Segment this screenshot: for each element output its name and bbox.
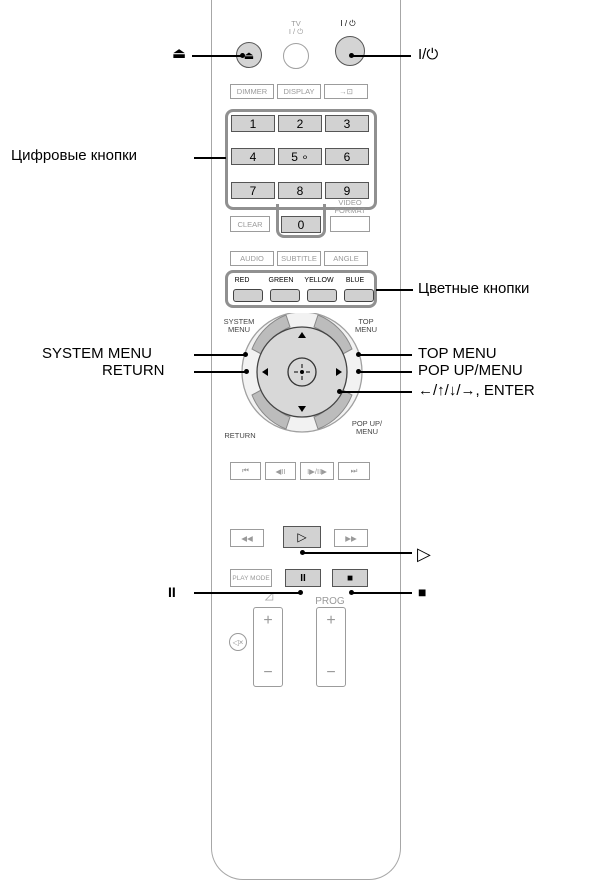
eject-leader-dot — [240, 53, 245, 58]
tv-power-button[interactable] — [283, 43, 309, 69]
prev-button[interactable]: ⏮ — [230, 462, 261, 480]
stop-dot — [349, 590, 354, 595]
subtitle-button[interactable]: SUBTITLE — [277, 251, 321, 266]
down-arrow — [298, 406, 306, 412]
audio-button[interactable]: AUDIO — [230, 251, 274, 266]
yellow-label: YELLOW — [304, 277, 334, 284]
green-button[interactable] — [270, 289, 300, 302]
stop-button[interactable]: ■ — [332, 569, 368, 587]
prog-rocker[interactable]: +− — [316, 607, 346, 687]
mute-icon: ◁× — [232, 637, 244, 647]
power-leader-dot — [349, 53, 354, 58]
red-label: RED — [234, 277, 250, 284]
yellow-button[interactable] — [307, 289, 337, 302]
pause-callout: II — [168, 584, 176, 600]
video-format-button[interactable] — [330, 216, 370, 232]
system-menu-dot — [243, 352, 248, 357]
eject-leader — [192, 55, 244, 57]
video-format-label: VIDEO FORMAT — [334, 198, 366, 215]
return-dot — [244, 369, 249, 374]
top-menu-callout: TOP MENU — [418, 345, 497, 362]
clear-button[interactable]: CLEAR — [230, 216, 270, 232]
eject-callout: ⏏ — [172, 45, 187, 62]
stop-callout: ■ — [418, 584, 427, 600]
right-arrow — [336, 368, 342, 376]
digit-0-button[interactable]: 0 — [281, 216, 321, 233]
color-buttons-callout: Цветные кнопки — [418, 280, 530, 297]
arrows-dot — [337, 389, 342, 394]
volume-rocker[interactable]: +− — [253, 607, 283, 687]
system-menu-callout: SYSTEM MENU — [42, 345, 153, 362]
fast-forward-button[interactable]: ▶▶ — [334, 529, 368, 547]
numeric-zero-group — [276, 204, 326, 238]
popup-menu-label: POP UP/ MENU — [351, 419, 383, 436]
next-button[interactable]: ⏭ — [338, 462, 370, 480]
popup-leader — [358, 371, 412, 373]
top-menu-dot — [356, 352, 361, 357]
volume-minus: − — [263, 664, 273, 681]
step-back-button[interactable]: ◀II — [265, 462, 296, 480]
pause-dot — [298, 590, 303, 595]
return-callout: RETURN — [102, 362, 165, 379]
prog-label: PROG — [315, 596, 345, 607]
digit-6-button[interactable]: 6 — [325, 148, 369, 165]
blue-button[interactable] — [344, 289, 374, 302]
digit-9-button[interactable]: 9 — [325, 182, 369, 199]
step-forward-button[interactable]: I▶/II▶ — [300, 462, 334, 480]
remote-control-body — [211, 0, 401, 880]
power-label: I / ⏻ — [340, 19, 356, 28]
popup-dot — [356, 369, 361, 374]
numeric-buttons-callout: Цифровые кнопки — [11, 147, 138, 164]
input-select-button[interactable]: →⊡ — [324, 84, 368, 99]
power-leader — [351, 55, 411, 57]
system-menu-label: SYSTEM MENU — [223, 317, 255, 334]
power-button[interactable] — [335, 36, 365, 66]
play-button[interactable]: ▷ — [283, 526, 321, 548]
arrows-enter-callout: ←/↑/↓/→, ENTER — [418, 382, 535, 399]
arrows-leader — [339, 391, 412, 393]
display-button[interactable]: DISPLAY — [277, 84, 321, 99]
top-menu-leader — [358, 354, 412, 356]
stop-leader — [352, 592, 412, 594]
rewind-button[interactable]: ◀◀ — [230, 529, 264, 547]
blue-label: BLUE — [345, 277, 365, 284]
popup-menu-callout: POP UP/MENU — [418, 362, 523, 379]
green-label: GREEN — [268, 277, 294, 284]
play-leader — [302, 552, 412, 554]
digit-8-button[interactable]: 8 — [278, 182, 322, 199]
digit-1-button[interactable]: 1 — [231, 115, 275, 132]
return-label: RETURN — [224, 431, 256, 440]
prog-minus: − — [326, 664, 336, 681]
system-menu-leader — [194, 354, 246, 356]
power-callout: I/⏻ — [418, 46, 439, 63]
prog-plus: + — [326, 612, 336, 629]
volume-plus: + — [263, 612, 273, 629]
digit-2-button[interactable]: 2 — [278, 115, 322, 132]
red-button[interactable] — [233, 289, 263, 302]
digit-4-button[interactable]: 4 — [231, 148, 275, 165]
mute-button[interactable]: ◁× — [229, 633, 247, 651]
dimmer-button[interactable]: DIMMER — [230, 84, 274, 99]
angle-button[interactable]: ANGLE — [324, 251, 368, 266]
pause-button[interactable]: II — [285, 569, 321, 587]
numeric-buttons-group — [225, 109, 377, 210]
left-arrow — [262, 368, 268, 376]
play-callout: ▷ — [417, 544, 431, 564]
color-buttons-group — [225, 270, 377, 308]
play-dot — [300, 550, 305, 555]
enter-dot — [300, 370, 304, 374]
digit-5-button[interactable]: 5 ∘ — [278, 148, 322, 165]
digit-3-button[interactable]: 3 — [325, 115, 369, 132]
digit-7-button[interactable]: 7 — [231, 182, 275, 199]
top-menu-label: TOP MENU — [354, 317, 378, 334]
numeric-leader — [194, 157, 226, 159]
tv-power-label: TV I / ⏻ — [288, 19, 304, 36]
play-mode-button[interactable]: PLAY MODE — [230, 569, 272, 587]
up-arrow — [298, 332, 306, 338]
navigation-cluster — [241, 313, 363, 433]
volume-icon: ◿ — [264, 590, 274, 602]
pause-leader — [194, 592, 300, 594]
return-leader — [194, 371, 246, 373]
color-leader — [376, 289, 413, 291]
